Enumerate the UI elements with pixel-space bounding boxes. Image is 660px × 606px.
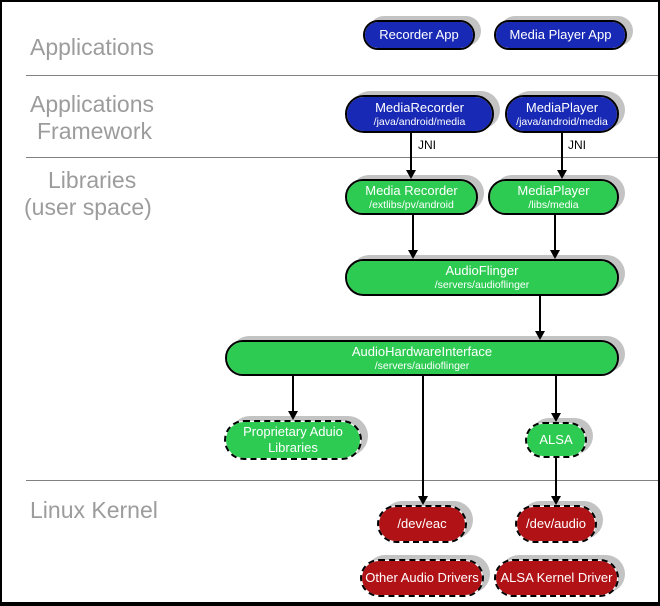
layer-divider-kernel <box>26 480 658 481</box>
layer-divider-framework <box>26 157 658 158</box>
connector-mediaplayer-jni <box>561 133 563 171</box>
node-alsa: ALSA <box>525 422 587 458</box>
node-media-player-app: Media Player App <box>494 20 627 50</box>
connector-mediarecorder-audioflinger <box>412 215 414 251</box>
layer-label-linux-kernel: Linux Kernel <box>30 497 158 523</box>
connector-ahi-alsa <box>555 376 557 414</box>
node-label: AudioFlinger <box>445 263 519 279</box>
node-label: MediaRecorder <box>375 99 464 115</box>
node-dev-eac: /dev/eac <box>377 505 467 543</box>
arrow-down-icon <box>288 411 298 420</box>
layer-label-applications-framework-line1: Applications <box>30 91 155 117</box>
node-label: Proprietary Aduio <box>243 424 343 440</box>
arrow-down-icon <box>550 250 560 259</box>
node-label: MediaPlayer <box>517 182 590 198</box>
node-other-audio-drivers: Other Audio Drivers <box>360 559 484 597</box>
node-label: AudioHardwareInterface <box>351 343 493 359</box>
node-label: ALSA Kernel Driver <box>500 570 613 586</box>
connector-ahi-dev-eac <box>422 376 424 497</box>
layer-label-libraries-line1: Libraries <box>48 167 137 193</box>
arrow-down-icon <box>551 413 561 422</box>
node-media-recorder-framework: MediaRecorder /java/android/media <box>345 95 494 133</box>
node-label: MediaPlayer <box>525 99 599 115</box>
layer-label-applications: Applications <box>30 34 155 60</box>
node-recorder-app: Recorder App <box>363 20 475 50</box>
connector-ahi-proprietary <box>292 376 294 412</box>
connector-mediaplayer-audioflinger <box>554 215 556 251</box>
connector-alsa-dev-audio <box>555 458 557 497</box>
node-sublabel: /extlibs/pv/android <box>369 198 454 211</box>
jni-label-left: JNI <box>418 138 436 152</box>
node-label-line2: Libraries <box>268 440 318 455</box>
node-label: ALSA <box>539 432 573 448</box>
node-label: Media Recorder <box>365 182 458 198</box>
layer-label-libraries-line2: (user space) <box>24 194 152 220</box>
node-proprietary-audio-libraries: Proprietary Aduio Libraries <box>224 420 362 460</box>
node-sublabel: /libs/media <box>528 198 579 211</box>
arrow-down-icon <box>551 496 561 505</box>
node-media-recorder-lib: Media Recorder /extlibs/pv/android <box>345 179 478 215</box>
node-label: Media Player App <box>509 27 612 43</box>
node-label: Recorder App <box>379 27 459 43</box>
node-label: /dev/audio <box>526 516 586 532</box>
connector-audioflinger-ahi <box>539 296 541 332</box>
node-label: /dev/eac <box>397 516 447 532</box>
layer-label-applications-framework-line2: Framework <box>37 118 153 144</box>
node-label: Other Audio Drivers <box>365 570 479 586</box>
arrow-down-icon <box>406 170 416 179</box>
node-sublabel: /servers/audioflinger <box>374 359 470 372</box>
layer-divider-applications <box>26 75 658 76</box>
node-alsa-kernel-driver: ALSA Kernel Driver <box>494 559 619 597</box>
node-sublabel: /java/android/media <box>373 115 466 128</box>
node-media-player-lib: MediaPlayer /libs/media <box>488 179 619 215</box>
node-audio-hardware-interface: AudioHardwareInterface /servers/audiofli… <box>225 340 619 376</box>
node-sublabel: /java/android/media <box>516 115 608 128</box>
connector-mediarecorder-jni <box>410 133 412 171</box>
arrow-down-icon <box>408 250 418 259</box>
node-dev-audio: /dev/audio <box>515 505 597 543</box>
node-audio-flinger: AudioFlinger /servers/audioflinger <box>345 259 619 296</box>
jni-label-right: JNI <box>568 138 586 152</box>
node-sublabel: /servers/audioflinger <box>434 279 530 291</box>
arrow-down-icon <box>535 331 545 340</box>
node-media-player-framework: MediaPlayer /java/android/media <box>505 95 619 133</box>
arrow-down-icon <box>557 170 567 179</box>
arrow-down-icon <box>418 496 428 505</box>
